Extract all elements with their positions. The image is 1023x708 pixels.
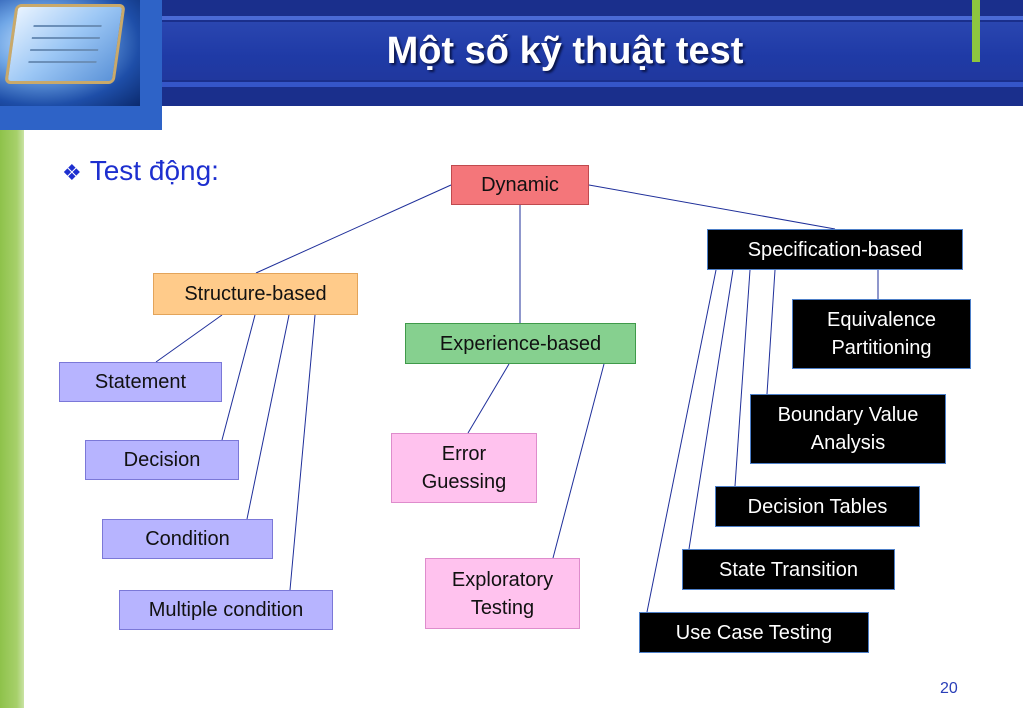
connector-line xyxy=(289,314,316,591)
node-decision-tables: Decision Tables xyxy=(715,486,920,527)
node-statement: Statement xyxy=(59,362,222,402)
node-structure-based: Structure-based xyxy=(153,273,358,315)
node-specification-based: Specification-based xyxy=(707,229,963,270)
header-stripe xyxy=(162,82,1023,87)
node-decision: Decision xyxy=(85,440,239,480)
node-dynamic: Dynamic xyxy=(451,165,589,205)
connector-line xyxy=(552,363,605,559)
connector-line xyxy=(255,184,452,274)
header-band xyxy=(0,0,1023,106)
connector-line xyxy=(246,314,290,520)
node-condition: Condition xyxy=(102,519,273,559)
node-equivalence-partitioning: Equivalence Partitioning xyxy=(792,299,971,369)
connector-line xyxy=(588,184,836,230)
page-number: 20 xyxy=(940,680,958,697)
node-error-guessing: Error Guessing xyxy=(391,433,537,503)
node-multiple-condition: Multiple condition xyxy=(119,590,333,630)
header-accent xyxy=(972,0,980,62)
node-boundary-value-analysis: Boundary Value Analysis xyxy=(750,394,946,464)
left-accent-bar xyxy=(0,130,24,708)
connector-line xyxy=(646,269,717,613)
node-experience-based: Experience-based xyxy=(405,323,636,364)
connector-line xyxy=(734,269,751,487)
logo-image xyxy=(0,0,162,130)
node-use-case-testing: Use Case Testing xyxy=(639,612,869,653)
page-title: Một số kỹ thuật test xyxy=(386,30,744,72)
node-exploratory-testing: Exploratory Testing xyxy=(425,558,580,629)
header-stripe xyxy=(162,16,1023,20)
header-title-bar xyxy=(162,22,1023,80)
connector-line xyxy=(766,269,776,395)
diamond-bullet-icon: ❖ xyxy=(62,161,82,186)
bullet-text: Test động: xyxy=(89,155,219,186)
connector-line xyxy=(155,314,223,363)
bullet-point: ❖ Test động: xyxy=(62,154,219,191)
connector-line xyxy=(467,363,510,434)
node-state-transition: State Transition xyxy=(682,549,895,590)
connector-line xyxy=(688,269,734,550)
connector-line xyxy=(221,314,256,441)
